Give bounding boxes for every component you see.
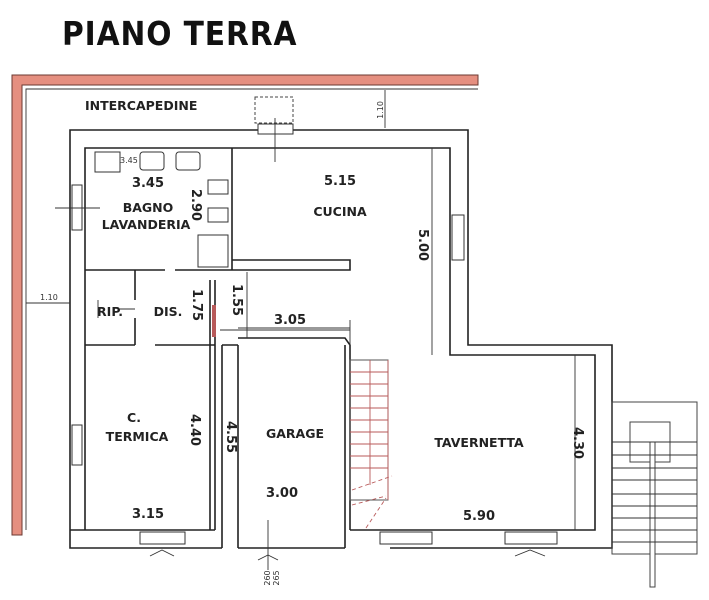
dim-bagno-depth: 2.90 <box>188 189 203 221</box>
room-label-bagno: BAGNO <box>123 200 174 215</box>
interior-walls <box>85 148 576 530</box>
floor-title: PIANO TERRA <box>62 14 298 53</box>
dim-cucina-depth: 5.00 <box>415 229 430 261</box>
dim-garage-width: 3.00 <box>266 486 298 501</box>
room-label-termica: TERMICA <box>106 429 169 444</box>
room-label-tavernetta: TAVERNETTA <box>434 435 524 450</box>
dim-tavernetta-width: 5.90 <box>463 509 495 524</box>
dim-dis-depth: 1.75 <box>189 289 204 321</box>
room-label-rip: RIP. <box>97 304 123 319</box>
exterior-walls <box>69 129 613 549</box>
dim-intercapedine-top: 1.10 <box>376 101 385 119</box>
dim-corridor-depth: 1.55 <box>229 284 244 316</box>
dim-tavernetta-depth: 4.30 <box>570 427 585 459</box>
dim-intercapedine-left: 1.10 <box>40 293 58 302</box>
dim-bagno-width: 3.45 <box>132 176 164 191</box>
dim-garage-door-1: 260 <box>263 570 272 585</box>
outer-retaining-wall <box>11 74 479 536</box>
internal-staircase <box>349 359 393 529</box>
dim-garage-door-2: 265 <box>272 570 281 585</box>
room-label-garage: GARAGE <box>266 426 324 441</box>
bathroom-fixtures <box>94 151 229 268</box>
dim-corridor-width: 3.05 <box>274 313 306 328</box>
dim-termica-width: 3.15 <box>132 507 164 522</box>
room-label-cucina: CUCINA <box>313 204 367 219</box>
external-staircase <box>611 401 698 588</box>
room-label-c: C. <box>127 410 141 425</box>
dim-bagno-width-small: 3.45 <box>120 156 138 165</box>
room-label-lavanderia: LAVANDERIA <box>102 217 191 232</box>
room-label-intercapedine: INTERCAPEDINE <box>85 98 197 113</box>
dimension-lines <box>26 90 386 338</box>
windows <box>55 118 558 570</box>
dim-garage-depth: 4.55 <box>223 421 238 453</box>
dim-cucina-width: 5.15 <box>324 174 356 189</box>
room-label-dis: DIS. <box>154 304 183 319</box>
dim-termica-depth: 4.40 <box>187 414 202 446</box>
